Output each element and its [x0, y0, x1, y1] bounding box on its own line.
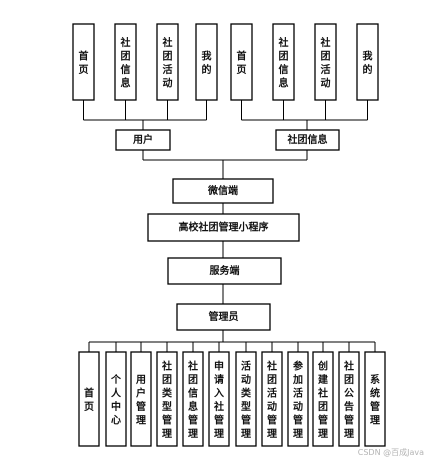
admin-box: 管理员 — [176, 303, 271, 331]
admin-module-2-label: 个人中心 — [110, 373, 122, 427]
user-page-3-label: 社团活动 — [162, 36, 173, 90]
admin-box-frame — [176, 303, 271, 331]
app-box-frame — [147, 213, 300, 242]
admin-module-7-label: 活动类型管理 — [241, 359, 251, 440]
user-page-1-label: 首页 — [79, 49, 89, 76]
admin-module-9-label: 参加活动管理 — [292, 359, 303, 440]
user-page-4: 我的 — [195, 23, 218, 101]
admin-module-10-label: 创建社团管理 — [317, 359, 329, 440]
club-page-3-label: 社团活动 — [320, 36, 331, 90]
club-page-1-frame — [230, 23, 253, 101]
server-box-frame — [167, 257, 282, 285]
admin-module-10: 创建社团管理 — [312, 351, 334, 447]
user-box-label: 用户 — [132, 133, 153, 146]
club-page-2: 社团信息 — [272, 23, 295, 101]
admin-module-9-frame — [287, 351, 309, 447]
club-page-3-frame — [314, 23, 337, 101]
admin-module-4-label: 社团类型管理 — [161, 359, 172, 440]
admin-module-3: 用户管理 — [130, 351, 152, 447]
admin-module-11: 社团公告管理 — [338, 351, 360, 447]
admin-module-1-label: 首页 — [84, 386, 94, 413]
connector-lines — [83, 100, 376, 352]
user-page-2: 社团信息 — [114, 23, 137, 101]
diagram-boxes: 首页社团信息社团活动我的首页社团信息社团活动我的用户社团信息微信端高校社团管理小… — [72, 23, 386, 447]
watermark-text: CSDN @百成Java — [358, 447, 424, 457]
user-page-1-frame — [72, 23, 95, 101]
admin-module-4: 社团类型管理 — [156, 351, 178, 447]
user-box-frame — [115, 129, 171, 151]
admin-module-2: 个人中心 — [105, 351, 127, 447]
app-box-label: 高校社团管理小程序 — [179, 221, 269, 234]
club-page-2-label: 社团信息 — [278, 36, 289, 90]
admin-module-2-frame — [105, 351, 127, 447]
server-box: 服务端 — [167, 257, 282, 285]
admin-module-5: 社团信息管理 — [182, 351, 204, 447]
client-box: 微信端 — [172, 178, 274, 204]
user-page-2-label: 社团信息 — [120, 36, 131, 90]
club-page-3: 社团活动 — [314, 23, 337, 101]
server-box-label: 服务端 — [210, 264, 240, 277]
admin-module-11-frame — [338, 351, 360, 447]
admin-module-8: 社团活动管理 — [261, 351, 283, 447]
club-page-1: 首页 — [230, 23, 253, 101]
user-page-3: 社团活动 — [156, 23, 179, 101]
admin-module-12: 系统管理 — [364, 351, 386, 447]
client-box-label: 微信端 — [207, 184, 238, 197]
club-page-4: 我的 — [356, 23, 379, 101]
client-box-frame — [172, 178, 274, 204]
admin-module-4-frame — [156, 351, 178, 447]
admin-module-7: 活动类型管理 — [235, 351, 257, 447]
club-info-box: 社团信息 — [275, 129, 340, 151]
admin-module-7-frame — [235, 351, 257, 447]
app-box: 高校社团管理小程序 — [147, 213, 300, 242]
admin-module-8-label: 社团活动管理 — [266, 359, 277, 440]
admin-module-11-label: 社团公告管理 — [343, 359, 354, 440]
club-info-box-label: 社团信息 — [287, 133, 328, 146]
admin-module-1-frame — [78, 351, 100, 447]
admin-module-10-frame — [312, 351, 334, 447]
admin-module-1: 首页 — [78, 351, 100, 447]
user-box: 用户 — [115, 129, 171, 151]
admin-module-5-frame — [182, 351, 204, 447]
club-page-4-label: 我的 — [363, 49, 373, 76]
user-page-3-frame — [156, 23, 179, 101]
admin-module-5-label: 社团信息管理 — [187, 359, 198, 440]
club-info-box-frame — [275, 129, 340, 151]
club-page-2-frame — [272, 23, 295, 101]
club-page-4-frame — [356, 23, 379, 101]
club-page-1-label: 首页 — [237, 49, 247, 76]
admin-module-12-label: 系统管理 — [370, 373, 380, 427]
admin-box-label: 管理员 — [209, 310, 239, 323]
user-page-4-frame — [195, 23, 218, 101]
admin-module-3-frame — [130, 351, 152, 447]
admin-module-3-label: 用户管理 — [135, 374, 146, 427]
user-page-1: 首页 — [72, 23, 95, 101]
admin-module-8-frame — [261, 351, 283, 447]
user-page-2-frame — [114, 23, 137, 101]
user-page-4-label: 我的 — [202, 49, 212, 76]
admin-module-6-label: 申请入社管理 — [213, 359, 224, 440]
admin-module-12-frame — [364, 351, 386, 447]
admin-module-9: 参加活动管理 — [287, 351, 309, 447]
admin-module-6: 申请入社管理 — [208, 351, 230, 447]
admin-module-6-frame — [208, 351, 230, 447]
